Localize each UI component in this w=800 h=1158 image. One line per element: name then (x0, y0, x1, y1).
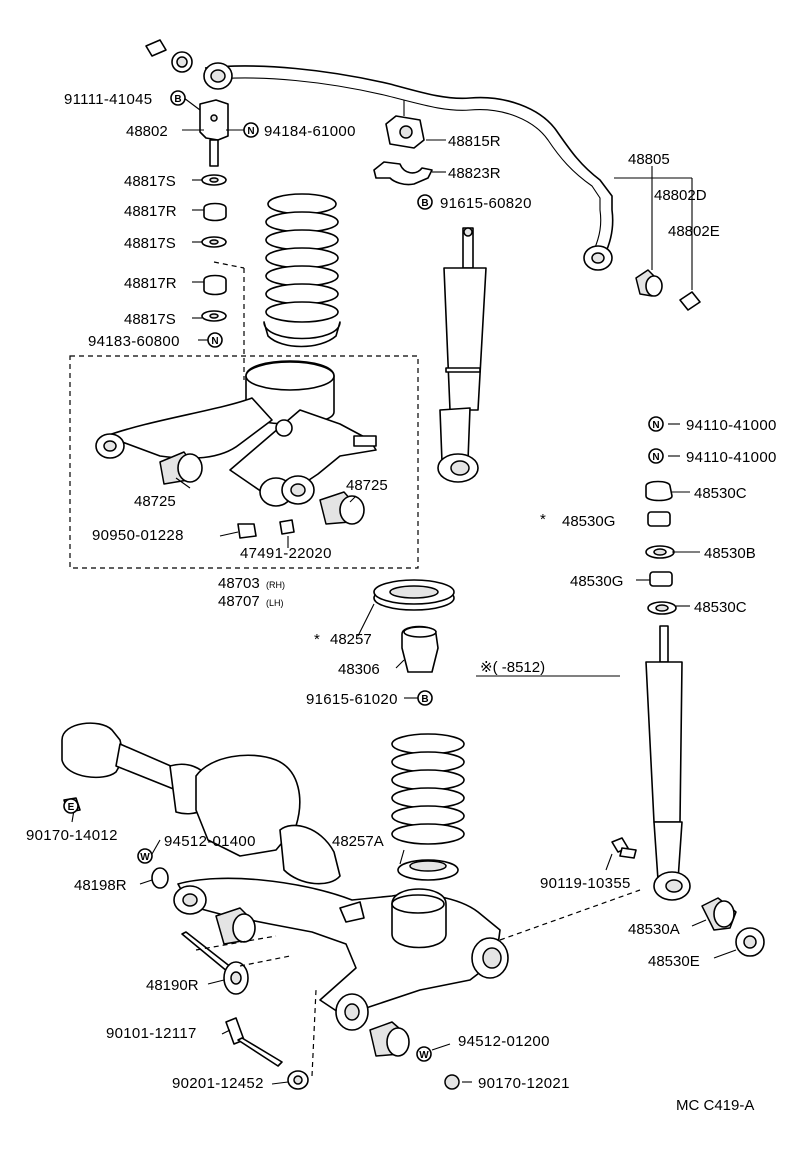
label-94183-60800: 94183-60800 (88, 333, 180, 350)
leader-dash-1 (195, 935, 277, 951)
label-note-8512: ※( -8512) (480, 659, 545, 676)
label-48198R: 48198R (74, 877, 127, 894)
label-48802D: 48802D (654, 187, 707, 204)
svg-text:E: E (68, 802, 75, 813)
link-bushings (635, 269, 701, 311)
label-90170-12021: 90170-12021 (478, 1075, 570, 1092)
label-48817R-2: 48817R (124, 275, 177, 292)
label-48817S-1: 48817S (124, 173, 176, 190)
drive-shaft-boot (61, 722, 213, 815)
label-48530C-2: 48530C (694, 599, 747, 616)
label-48190R: 48190R (146, 977, 199, 994)
label-48802E: 48802E (668, 223, 720, 240)
label-94184-61000: 94184-61000 (264, 123, 356, 140)
differential-housing (195, 754, 341, 885)
label-48707-lh: (LH) (266, 598, 284, 608)
svg-text:W: W (419, 1050, 429, 1061)
rear-coil-spring (391, 733, 465, 881)
label-48805: 48805 (628, 151, 670, 168)
label-91615-61020: 91615-61020 (306, 691, 398, 708)
label-91111-41045: 91111-41045 (64, 91, 152, 108)
lower-control-arm (173, 877, 509, 1057)
leader-dash-3 (311, 989, 317, 1077)
leader-dash-2 (239, 955, 291, 967)
label-48257: 48257 (330, 631, 372, 648)
label-48530C-1: 48530C (694, 485, 747, 502)
marker-n-94110-2: N (648, 448, 664, 464)
end-bushings-top (145, 39, 193, 73)
marker-b-91111: B (170, 90, 186, 106)
label-48530G-2: 48530G (570, 573, 623, 590)
label-94512-01200: 94512-01200 (458, 1033, 550, 1050)
label-48530B: 48530B (704, 545, 756, 562)
marker-n-94184: N (243, 122, 259, 138)
label-48817R-1: 48817R (124, 203, 177, 220)
svg-text:W: W (140, 852, 150, 863)
marker-w-94512-01200: W (416, 1046, 432, 1062)
label-48725-b: 48725 (346, 477, 388, 494)
label-48707: 48707 (218, 593, 260, 610)
label-48823R: 48823R (448, 165, 501, 182)
leader-dash-4 (499, 889, 641, 941)
svg-text:B: B (174, 94, 181, 105)
label-47491-22020: 47491-22020 (240, 545, 332, 562)
stabilizer-link-48802 (199, 99, 245, 380)
part-labels: 91111-41045 48802 94184-61000 48815R 488… (26, 91, 777, 1114)
front-shock-absorber (437, 227, 487, 483)
label-94110-41000-2: 94110-41000 (686, 449, 777, 466)
label-91615-60820: 91615-60820 (440, 195, 532, 212)
rear-shock-mount-parts (645, 480, 677, 615)
label-48530G-1: 48530G (562, 513, 615, 530)
label-48817S-2: 48817S (124, 235, 176, 252)
svg-text:N: N (652, 420, 659, 431)
marker-e-90170-14012: E (63, 798, 79, 814)
circled-markers: B N B N B N N E W W (63, 90, 664, 1090)
label-90950-01228: 90950-01228 (92, 527, 184, 544)
upper-arm-assembly-box (69, 355, 419, 569)
front-coil-spring (263, 193, 341, 348)
marker-n-94110-1: N (648, 416, 664, 432)
star-48257: * (314, 631, 320, 648)
label-90170-14012: 90170-14012 (26, 827, 118, 844)
nut-90170-12021 (444, 1074, 460, 1090)
label-48725-a: 48725 (134, 493, 176, 510)
label-48703-rh: (RH) (266, 580, 285, 590)
marker-b-91615-60820: B (417, 194, 433, 210)
leader-lines (71, 97, 737, 1085)
label-48815R: 48815R (448, 133, 501, 150)
svg-text:B: B (421, 198, 428, 209)
marker-b-91615-61020: B (417, 690, 433, 706)
label-48817S-3: 48817S (124, 311, 176, 328)
label-90101-12117: 90101-12117 (106, 1025, 197, 1042)
label-48703: 48703 (218, 575, 260, 592)
svg-text:N: N (652, 452, 659, 463)
stabilizer-bar (203, 62, 614, 271)
stabilizer-bracket (373, 100, 433, 186)
svg-text:N: N (247, 126, 254, 137)
label-90119-10355: 90119-10355 (540, 875, 631, 892)
star-48530G: * (540, 511, 546, 528)
label-94110-41000-1: 94110-41000 (686, 417, 777, 434)
svg-text:N: N (211, 336, 218, 347)
marker-w-94512-01400: W (137, 848, 153, 864)
marker-n-94183: N (207, 332, 223, 348)
label-48802: 48802 (126, 123, 168, 140)
label-mc-code: MC C419-A (676, 1097, 754, 1114)
upper-control-arm (95, 360, 377, 539)
label-90201-12452: 90201-12452 (172, 1075, 264, 1092)
spring-seat-and-bumper (373, 579, 455, 673)
label-48530E: 48530E (648, 953, 700, 970)
svg-text:B: B (421, 694, 428, 705)
label-48257A: 48257A (332, 833, 384, 850)
label-94512-01400: 94512-01400 (164, 833, 256, 850)
label-48530A: 48530A (628, 921, 680, 938)
label-48306: 48306 (338, 661, 380, 678)
rear-shock-absorber (645, 625, 765, 957)
